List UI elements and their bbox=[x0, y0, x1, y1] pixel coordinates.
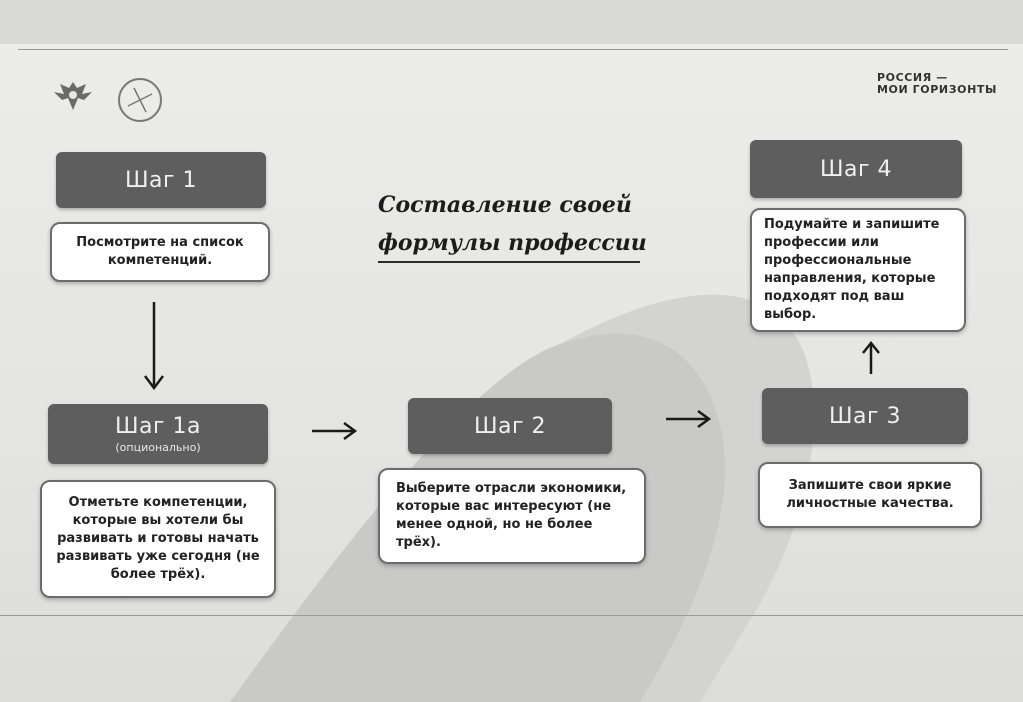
step-2-label: Шаг 2 bbox=[473, 413, 547, 439]
eagle-emblem-icon bbox=[54, 82, 92, 110]
arrow-down-icon bbox=[142, 302, 166, 392]
step-1-label: Шаг 1 bbox=[124, 167, 198, 193]
step-1-header: Шаг 1 bbox=[56, 152, 266, 208]
step-1a-card: Отметьте компетенции, которые вы хотели … bbox=[40, 480, 276, 598]
title-line-2: формулы профессии bbox=[378, 230, 647, 256]
page-title: Составление своей формулы профессии bbox=[378, 186, 648, 262]
arrow-right-icon bbox=[312, 420, 358, 442]
step-4-header: Шаг 4 bbox=[750, 140, 962, 198]
step-3-text: Запишите свои яркие личностные качества. bbox=[786, 478, 954, 511]
brand-wordmark: РОССИЯ — МОИ ГОРИЗОНТЫ bbox=[876, 71, 997, 96]
top-rule bbox=[18, 49, 1008, 50]
step-2-card: Выберите отрасли экономики, которые вас … bbox=[378, 468, 646, 564]
step-4-card: Подумайте и запишите профессии или профе… bbox=[750, 208, 966, 332]
title-underline bbox=[378, 261, 640, 263]
arrow-up-icon bbox=[860, 340, 882, 374]
bottom-rule bbox=[0, 615, 1023, 616]
step-1a-text: Отметьте компетенции, которые вы хотели … bbox=[56, 495, 260, 582]
title-line-1: Составление своей bbox=[378, 192, 632, 218]
step-3-header: Шаг 3 bbox=[762, 388, 968, 444]
step-1a-sublabel: (опционально) bbox=[115, 441, 201, 454]
step-1-card: Посмотрите на список компетенций. bbox=[50, 222, 270, 282]
step-3-label: Шаг 3 bbox=[828, 403, 902, 429]
step-4-text: Подумайте и запишите профессии или профе… bbox=[764, 217, 940, 322]
step-2-header: Шаг 2 bbox=[408, 398, 612, 454]
step-3-card: Запишите свои яркие личностные качества. bbox=[758, 462, 982, 528]
step-2-text: Выберите отрасли экономики, которые вас … bbox=[396, 481, 627, 550]
arrow-right-icon bbox=[666, 408, 712, 430]
ticket-to-future-logo bbox=[118, 78, 162, 122]
step-1-text: Посмотрите на список компетенций. bbox=[76, 235, 244, 268]
step-4-label: Шаг 4 bbox=[819, 156, 893, 182]
step-1a-label: Шаг 1а bbox=[114, 414, 202, 439]
step-1a-header: Шаг 1а (опционально) bbox=[48, 404, 268, 464]
worksheet-page: РОССИЯ — МОИ ГОРИЗОНТЫ Составление своей… bbox=[0, 44, 1023, 702]
